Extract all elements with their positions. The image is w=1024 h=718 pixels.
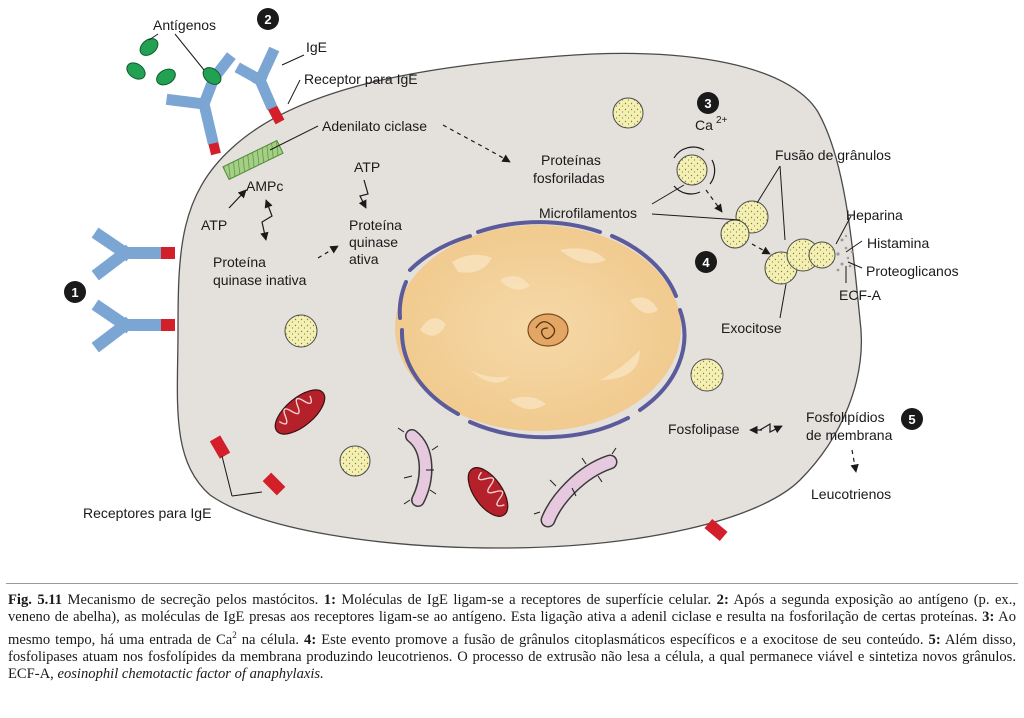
label-pk-active-3: ativa xyxy=(349,251,379,267)
svg-text:4: 4 xyxy=(702,255,710,270)
step-badge-5: 5 xyxy=(901,408,923,430)
label-membrane-phospholipids-1: Fosfolipídios xyxy=(806,409,885,425)
label-ampc: AMPc xyxy=(246,178,283,194)
adenylate-cyclase xyxy=(222,139,284,181)
label-pk-active-1: Proteína xyxy=(349,217,402,233)
label-phosphorylated-2: fosforiladas xyxy=(533,170,605,186)
svg-text:2: 2 xyxy=(264,12,271,27)
label-exocytosis: Exocitose xyxy=(721,320,782,336)
ige-receptor-left-2 xyxy=(91,299,175,353)
diagram-svg: 2 1 3 4 5 Antígenos IgE Receptor para Ig… xyxy=(64,8,959,549)
label-pk-active-2: quinase xyxy=(349,234,398,250)
granule xyxy=(612,97,644,129)
label-microfilaments: Microfilamentos xyxy=(539,205,637,221)
label-atp-center: ATP xyxy=(354,159,380,175)
label-proteoglycans: Proteoglicanos xyxy=(866,263,959,279)
mitochondrion xyxy=(467,467,509,517)
label-antigens: Antígenos xyxy=(153,17,216,33)
label-phospholipase: Fosfolipase xyxy=(668,421,740,437)
step-badge-3: 3 xyxy=(697,92,719,114)
caption-divider xyxy=(6,583,1018,584)
label-phosphorylated-1: Proteínas xyxy=(541,152,601,168)
antigen xyxy=(202,67,222,85)
ige-receptor-free xyxy=(262,472,286,496)
svg-text:5: 5 xyxy=(908,412,915,427)
nucleus xyxy=(395,220,687,440)
label-heparin: Heparina xyxy=(846,207,903,223)
granule xyxy=(284,314,318,348)
label-adenylate-cyclase: Adenilato ciclase xyxy=(322,118,427,134)
svg-text:3: 3 xyxy=(704,96,711,111)
process-arrows xyxy=(228,124,859,473)
label-atp-left: ATP xyxy=(201,217,227,233)
antigen xyxy=(156,68,176,86)
ige-receptor-complex-top xyxy=(126,38,285,156)
nucleolus xyxy=(527,313,569,347)
label-ige: IgE xyxy=(306,39,327,55)
step-badge-1: 1 xyxy=(64,281,86,303)
microfilament-bundle xyxy=(397,427,439,507)
fusing-granules xyxy=(720,200,854,285)
microfilament-bundle xyxy=(533,447,618,528)
label-membrane-phospholipids-2: de membrana xyxy=(806,427,893,443)
label-calcium-sup: 2+ xyxy=(716,115,728,126)
svg-text:1: 1 xyxy=(71,285,78,300)
label-granule-fusion: Fusão de grânulos xyxy=(775,147,891,163)
mitochondrion xyxy=(274,389,326,435)
label-leukotrienes: Leucotrienos xyxy=(811,486,891,502)
granule xyxy=(339,445,371,477)
figure-caption: Fig. 5.11 Mecanismo de secreção pelos ma… xyxy=(8,592,1017,683)
label-pk-inactive-1: Proteína xyxy=(213,254,266,270)
label-calcium: Ca xyxy=(695,117,713,133)
step-badge-2: 2 xyxy=(257,8,279,30)
antigen xyxy=(126,62,146,80)
label-ecf-a: ECF-A xyxy=(839,287,882,303)
leader-lines xyxy=(148,33,863,497)
antigen xyxy=(139,38,159,56)
mast-cell-diagram: 2 1 3 4 5 Antígenos IgE Receptor para Ig… xyxy=(64,8,959,549)
label-pk-inactive-2: quinase inativa xyxy=(213,272,307,288)
step-badge-4: 4 xyxy=(695,251,717,273)
ige-receptor-free xyxy=(209,435,231,459)
granule xyxy=(690,358,724,392)
ige-receptor-free xyxy=(704,518,728,542)
label-histamine: Histamina xyxy=(867,235,929,251)
granule-calcium xyxy=(673,146,716,195)
label-ige-receptor: Receptor para IgE xyxy=(304,71,418,87)
ige-receptor-left-1 xyxy=(91,227,175,281)
label-ige-receptors: Receptores para IgE xyxy=(83,505,211,521)
